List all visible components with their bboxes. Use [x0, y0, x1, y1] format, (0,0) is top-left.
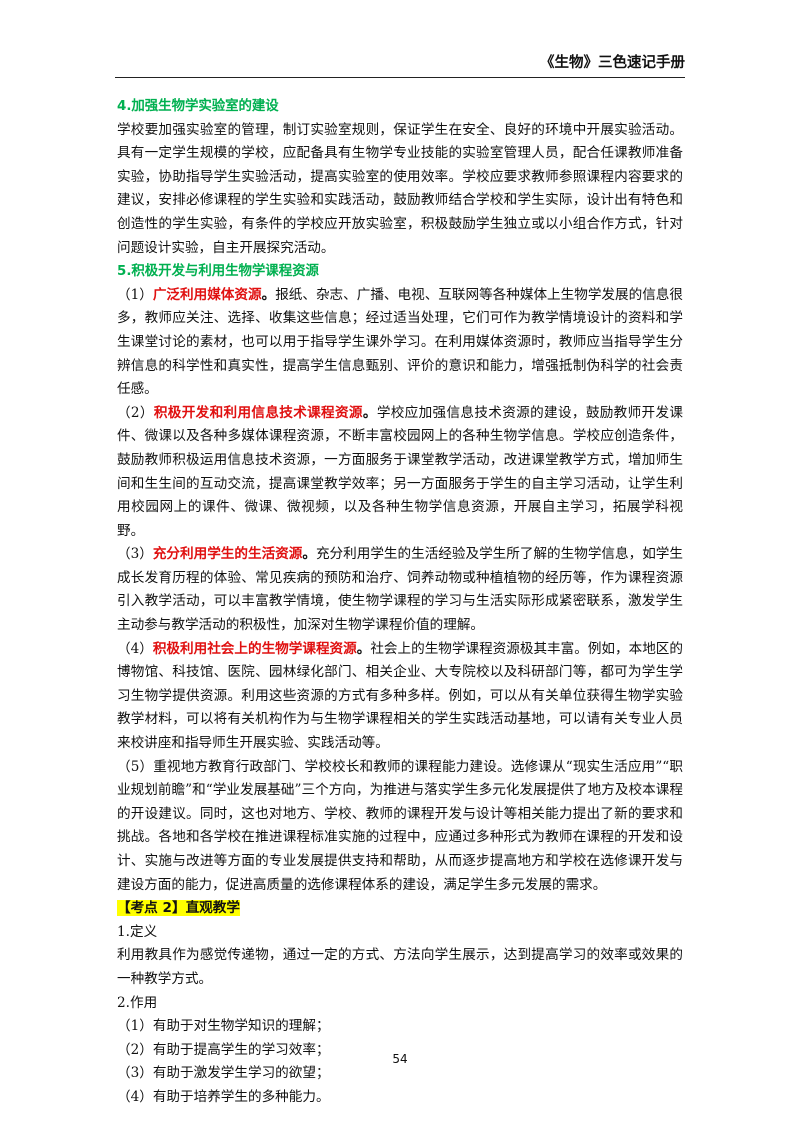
resource-item-4: （4）积极利用社会上的生物学课程资源。社会上的生物学课程资源极其丰富。例如，本地…: [117, 638, 683, 756]
role-heading: 2.作用: [117, 994, 158, 1011]
item-title: 充分利用学生的生活资源: [152, 546, 303, 563]
page-content: 4.加强生物学实验室的建设 学校要加强实验室的管理，制订实验室规则，保证学生在安…: [117, 95, 683, 1110]
item-body: 报纸、杂志、广播、电视、互联网等各种媒体上生物学发展的信息很多，教师应关注、选择…: [117, 286, 683, 398]
page-number: 54: [392, 1052, 408, 1066]
item-title: 积极利用社会上的生物学课程资源: [152, 640, 357, 657]
header-rule: [115, 77, 685, 78]
item-punct: 。: [302, 546, 316, 563]
item-body: 学校应加强信息技术资源的建设，鼓励教师开发课件、微课以及各种多媒体课程资源，不断…: [117, 404, 684, 539]
item-punct: 。: [356, 640, 371, 657]
resource-item-5: （5）重视地方教育行政部门、学校校长和教师的课程能力建设。选修课从“现实生活应用…: [117, 758, 683, 893]
item-title: 积极开发和利用信息技术课程资源: [153, 404, 363, 421]
item-body: 社会上的生物学课程资源极其丰富。例如，本地区的博物馆、科技馆、医院、园林绿化部门…: [117, 640, 683, 752]
resource-item-2: （2）积极开发和利用信息技术课程资源。学校应加强信息技术资源的建设，鼓励教师开发…: [117, 402, 683, 544]
definition-body: 利用教具作为感觉传递物，通过一定的方式、方法向学生展示，达到提高学习的效率或效果…: [117, 947, 683, 987]
item-punct: 。: [362, 404, 377, 421]
role-item: （3）有助于激发学生学习的欲望；: [117, 1065, 330, 1082]
item-number: （3）: [117, 546, 153, 563]
item-number: （1）: [117, 286, 153, 303]
item-number: （4）: [117, 640, 153, 657]
kaodian-tag: 【考点 2】直观教学: [117, 900, 240, 917]
kaodian-line: 【考点 2】直观教学: [117, 897, 683, 921]
role-item: （2）有助于提高学生的学习效率；: [117, 1041, 330, 1058]
role-item: （4）有助于培养学生的多种能力。: [117, 1088, 330, 1105]
item-punct: 。: [261, 286, 276, 303]
resource-item-3: （3）充分利用学生的生活资源。充分利用学生的生活经验及学生所了解的生物学信息，如…: [117, 543, 683, 637]
section-4-body: 学校要加强实验室的管理，制订实验室规则，保证学生在安全、良好的环境中开展实验活动…: [117, 121, 683, 256]
resource-item-1: （1）广泛利用媒体资源。报纸、杂志、广播、电视、互联网等各种媒体上生物学发展的信…: [117, 284, 683, 402]
section-4-heading: 4.加强生物学实验室的建设: [117, 99, 279, 114]
item-title: 广泛利用媒体资源: [152, 286, 262, 303]
item-body: 充分利用学生的生活经验及学生所了解的生物学信息，如学生成长发育历程的体验、常见疾…: [117, 546, 683, 634]
role-item: （1）有助于对生物学知识的理解；: [117, 1018, 330, 1035]
running-header: 《生物》三色速记手册: [540, 55, 685, 71]
section-5-heading: 5.积极开发与利用生物学课程资源: [117, 264, 319, 280]
definition-heading: 1.定义: [117, 923, 158, 940]
item-number: （2）: [117, 404, 154, 421]
